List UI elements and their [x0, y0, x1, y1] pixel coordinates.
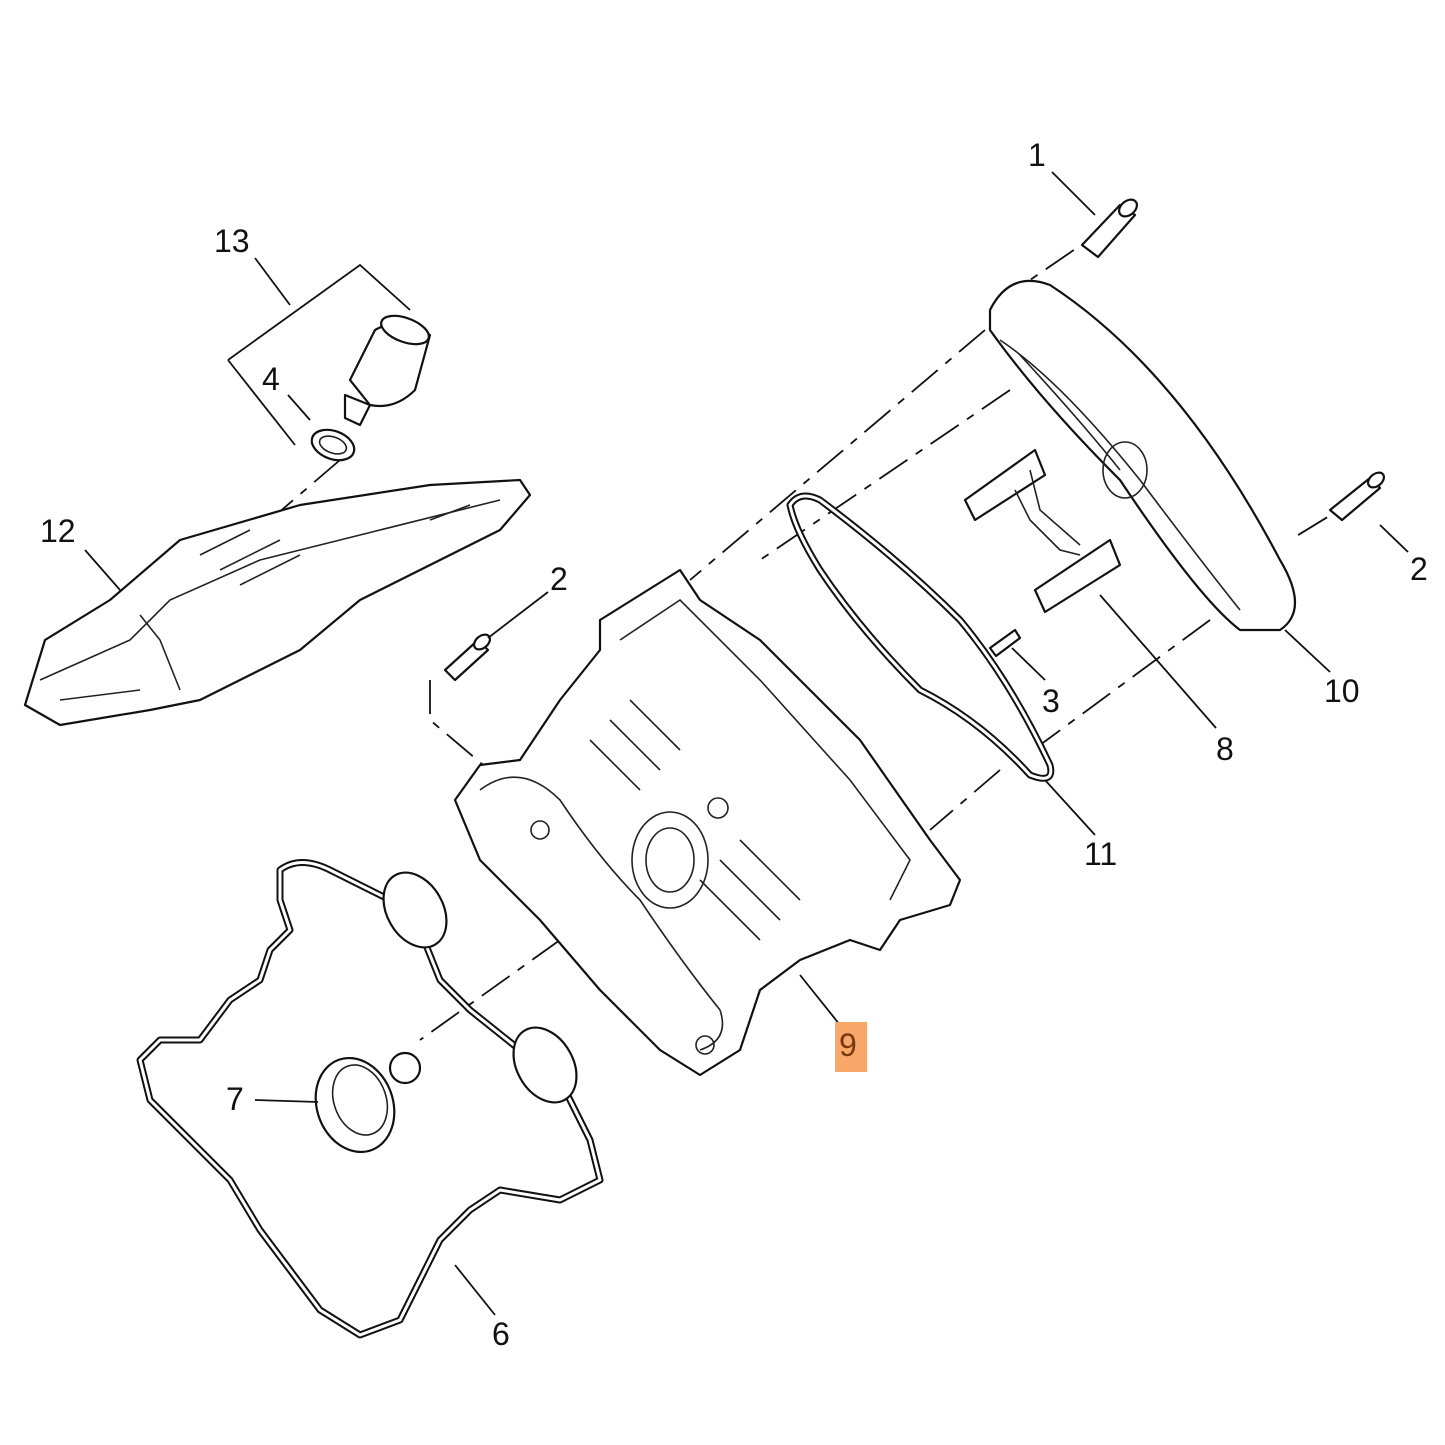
cover-10: [988, 279, 1297, 632]
callout-12: 12: [40, 513, 76, 549]
callout-10: 10: [1324, 673, 1360, 709]
bolt-2-left: [443, 633, 491, 682]
callout-3: 3: [1042, 683, 1060, 719]
callout-2-left: 2: [550, 561, 568, 597]
screw-3: [988, 628, 1022, 658]
highlight-box: [835, 1022, 867, 1072]
callout-labels: 1 13 4 12 2 2 3 10 8 11 9 7 6: [40, 137, 1428, 1352]
callout-6: 6: [492, 1316, 510, 1352]
cylinder-head-cover-9: [453, 568, 962, 1077]
callout-13: 13: [214, 223, 250, 259]
gasket-11: [786, 492, 1055, 782]
bolt-2-right: [1328, 471, 1385, 522]
callout-2-right: 2: [1410, 551, 1428, 587]
o-ring-4: [310, 428, 356, 462]
callout-4: 4: [262, 361, 280, 397]
cover-12: [23, 478, 532, 727]
plug-7: [314, 1051, 422, 1154]
callout-1: 1: [1028, 137, 1046, 173]
bolt-1: [1080, 198, 1138, 259]
callout-8: 8: [1216, 731, 1234, 767]
callout-9[interactable]: 9: [839, 1027, 857, 1063]
filler-cap-13: [343, 314, 432, 427]
gasket-6: [136, 859, 604, 1339]
callout-11: 11: [1084, 836, 1117, 872]
bracket-8: [963, 448, 1122, 614]
leader-lines: [84, 171, 1409, 1316]
callout-7: 7: [226, 1081, 244, 1117]
